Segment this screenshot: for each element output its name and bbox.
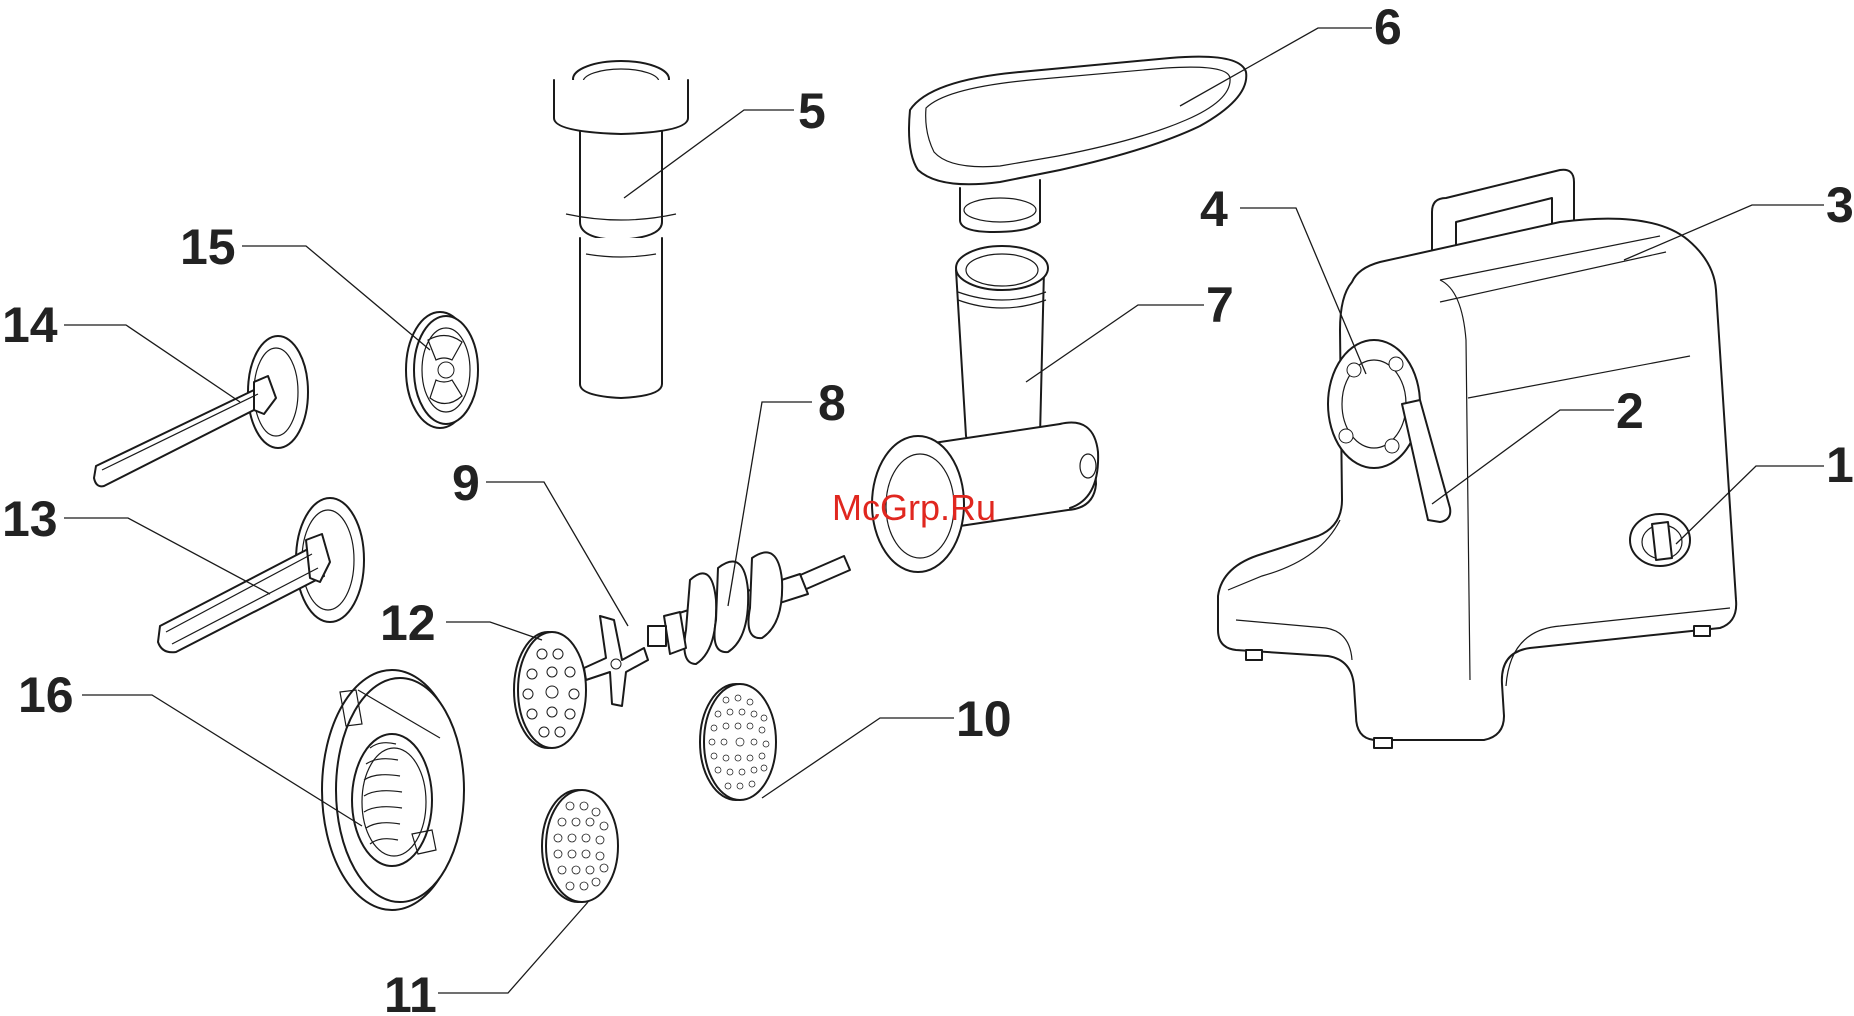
label-13: 13 xyxy=(2,491,58,547)
label-8: 8 xyxy=(818,375,846,431)
part-3-motor-housing xyxy=(1218,170,1736,748)
label-11: 11 xyxy=(384,967,437,1016)
label-5: 5 xyxy=(798,83,826,139)
leader-14 xyxy=(64,325,240,402)
label-9: 9 xyxy=(452,455,480,511)
leader-16 xyxy=(82,695,362,826)
watermark-text: McGrp.Ru xyxy=(832,487,996,528)
part-13-sausage-nozzle-large xyxy=(158,498,364,652)
part-14-sausage-nozzle-small xyxy=(94,336,308,486)
part-10-fine-plate xyxy=(700,684,776,800)
part-5-food-pusher xyxy=(554,61,688,398)
label-1: 1 xyxy=(1826,437,1854,493)
label-2: 2 xyxy=(1616,383,1644,439)
label-14: 14 xyxy=(2,297,58,353)
leader-13 xyxy=(64,518,270,594)
label-6: 6 xyxy=(1374,0,1402,55)
part-6-feed-tray xyxy=(909,57,1246,232)
label-15: 15 xyxy=(180,219,236,275)
part-12-coarse-plate xyxy=(514,632,586,748)
label-3: 3 xyxy=(1826,177,1854,233)
label-7: 7 xyxy=(1206,277,1234,333)
label-16: 16 xyxy=(18,667,74,723)
part-8-auger xyxy=(648,552,850,664)
part-11-medium-plate xyxy=(542,790,618,902)
leader-9 xyxy=(486,482,628,626)
leader-11 xyxy=(438,902,588,993)
leader-15 xyxy=(242,246,430,350)
label-10: 10 xyxy=(956,691,1012,747)
part-16-ring-nut xyxy=(322,670,464,910)
part-15-sausage-spacer xyxy=(406,312,478,428)
leader-12 xyxy=(446,622,542,640)
leader-7 xyxy=(1026,305,1204,382)
label-12: 12 xyxy=(380,595,436,651)
label-4: 4 xyxy=(1200,181,1228,237)
part-9-cross-knife xyxy=(584,616,648,706)
leader-10 xyxy=(762,718,954,798)
